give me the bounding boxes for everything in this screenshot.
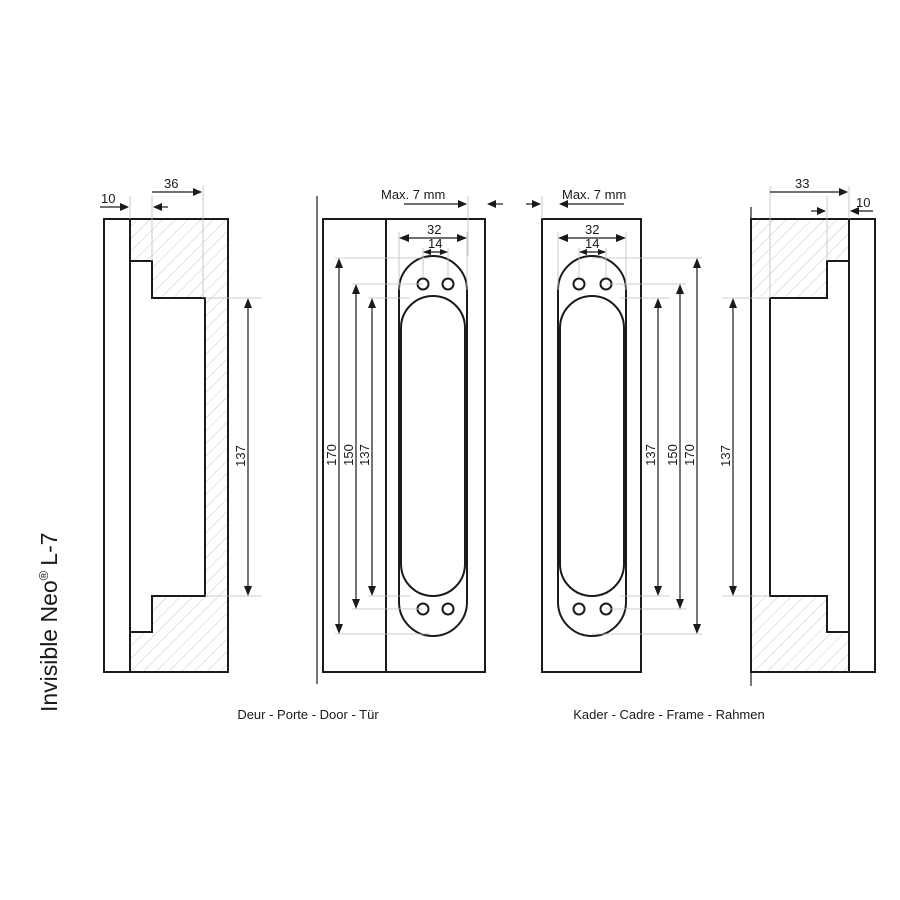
door-front-view: Max. 7 mm 32 14 170 150 137 xyxy=(316,187,503,684)
door-dim-14-label: 14 xyxy=(428,236,442,251)
frame-screw-hole xyxy=(572,602,586,616)
frame-front-view: Max. 7 mm 32 14 137 150 170 xyxy=(526,187,702,673)
door-dim-150-label: 150 xyxy=(341,444,356,466)
frame-max-label: Max. 7 mm xyxy=(562,187,626,202)
left-hatched-material xyxy=(130,219,228,672)
frame-plate-outline xyxy=(541,218,642,673)
frame-dim-32-label: 32 xyxy=(585,222,599,237)
dim-137-right-label: 137 xyxy=(718,445,733,467)
left-pocket-step xyxy=(130,260,206,633)
dim-10-right-label: 10 xyxy=(856,195,870,210)
product-title-model: L-7 xyxy=(36,532,62,565)
frame-dim-14-label: 14 xyxy=(585,236,599,251)
left-outer-outline xyxy=(103,218,229,673)
door-screw-hole xyxy=(441,602,455,616)
frame-dim-137-label: 137 xyxy=(643,444,658,466)
door-max-label: Max. 7 mm xyxy=(381,187,445,202)
dim-10-left-label: 10 xyxy=(101,191,115,206)
frame-hinge-body xyxy=(557,255,627,637)
right-outer-outline xyxy=(750,218,876,673)
frame-dim-170-label: 170 xyxy=(682,444,697,466)
door-dim-137-label: 137 xyxy=(357,444,372,466)
right-hatched-material xyxy=(751,219,849,672)
dim-36-label: 36 xyxy=(164,176,178,191)
door-screw-hole xyxy=(441,277,455,291)
left-section-view: 36 10 137 xyxy=(100,176,262,673)
right-section-view: 33 10 137 xyxy=(718,176,876,686)
door-hinge-slot xyxy=(400,295,466,597)
door-plate-outline xyxy=(322,218,486,673)
product-title-name: Invisible Neo xyxy=(36,580,62,712)
door-dim-170-label: 170 xyxy=(324,444,339,466)
dim-33-label: 33 xyxy=(795,176,809,191)
frame-hinge-slot xyxy=(559,295,625,597)
dim-137-left-label: 137 xyxy=(233,445,248,467)
frame-dim-150-label: 150 xyxy=(665,444,680,466)
door-dim-32-label: 32 xyxy=(427,222,441,237)
product-title-reg: ® xyxy=(36,570,51,580)
door-hinge-body xyxy=(398,255,468,637)
frame-screw-hole xyxy=(572,277,586,291)
product-title: Invisible Neo® L-7 xyxy=(36,532,62,712)
right-pocket-step xyxy=(769,260,849,633)
frame-caption: Kader - Cadre - Frame - Rahmen xyxy=(573,707,764,722)
door-caption: Deur - Porte - Door - Tür xyxy=(237,707,379,722)
